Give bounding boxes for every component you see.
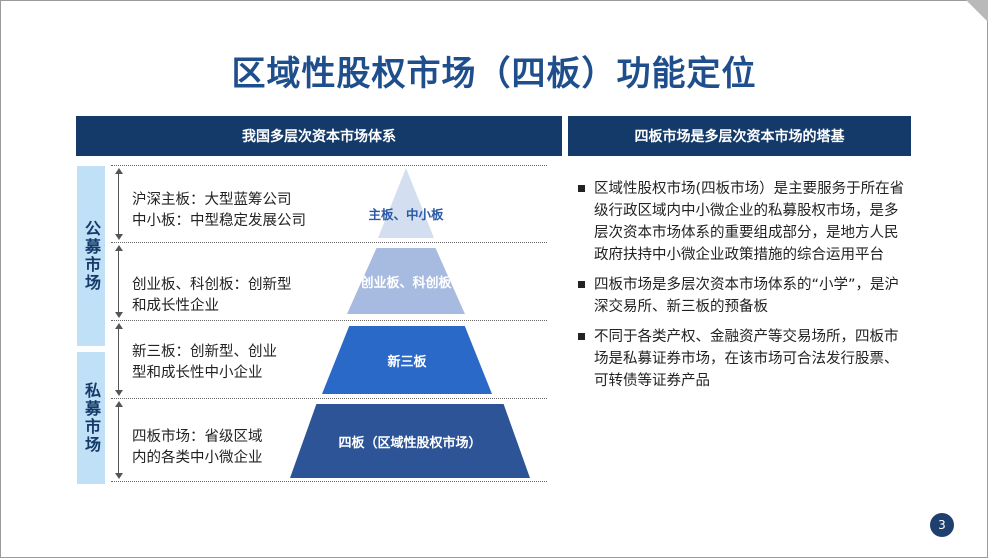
- slide-title: 区域性股权市场（四板）功能定位: [231, 54, 757, 94]
- arrow-up-icon: [115, 401, 123, 407]
- level-line: 和成长性企业: [132, 298, 219, 314]
- arrow-up-icon: [115, 323, 123, 329]
- level-description: 新三板：创新型、创业 型和成长性中小企业: [132, 342, 332, 384]
- arrow-down-icon: [115, 312, 123, 318]
- arrow-up-icon: [115, 245, 123, 251]
- arrow-down-icon: [115, 473, 123, 479]
- arrow-up-icon: [115, 168, 123, 174]
- slide-corner-fold: [966, 0, 988, 22]
- level-description: 沪深主板：大型蓝筹公司 中小板：中型稳定发展公司: [132, 190, 332, 232]
- arrow-down-icon: [115, 234, 123, 240]
- level-divider: [111, 320, 547, 321]
- level-line: 中小板：中型稳定发展公司: [132, 213, 306, 229]
- level-description: 四板市场：省级区域 内的各类中小微企业: [132, 427, 332, 469]
- left-panel-header: 我国多层次资本市场体系: [76, 116, 562, 156]
- bullet-item: 区域性股权市场(四板市场）是主要服务于所在省级行政区域内中小微企业的私募股权市场…: [578, 178, 912, 266]
- pyramid-tier-regional-equity: 四板（区域性股权市场）: [290, 404, 530, 478]
- bullet-text: 不同于各类产权、金融资产等交易场所，四板市场是私募证券市场，在该市场可合法发行股…: [594, 329, 899, 389]
- level-range-line: [118, 327, 119, 392]
- level-range-line: [118, 249, 119, 314]
- level-divider: [111, 242, 547, 243]
- page-number-badge: 3: [930, 513, 954, 537]
- bullet-item: 不同于各类产权、金融资产等交易场所，四板市场是私募证券市场，在该市场可合法发行股…: [578, 326, 912, 392]
- level-description: 创业板、科创板：创新型 和成长性企业: [132, 275, 332, 317]
- right-panel-bullet-list: 区域性股权市场(四板市场）是主要服务于所在省级行政区域内中小微企业的私募股权市场…: [578, 178, 912, 400]
- level-line: 四板市场：省级区域: [132, 429, 263, 445]
- level-divider: [111, 481, 547, 482]
- level-range-line: [118, 172, 119, 236]
- arrow-down-icon: [115, 390, 123, 396]
- pyramid-tier-label: 主板、中小板: [368, 207, 444, 222]
- right-panel-header: 四板市场是多层次资本市场的塔基: [568, 116, 911, 156]
- level-line: 创业板、科创板：创新型: [132, 277, 292, 293]
- level-line: 新三板：创新型、创业: [132, 344, 277, 360]
- level-line: 内的各类中小微企业: [132, 450, 263, 466]
- private-market-label: 私募市场: [77, 352, 105, 484]
- level-range-line: [118, 405, 119, 475]
- level-line: 沪深主板：大型蓝筹公司: [132, 192, 292, 208]
- level-divider: [111, 398, 547, 399]
- bullet-text: 区域性股权市场(四板市场）是主要服务于所在省级行政区域内中小微企业的私募股权市场…: [594, 181, 905, 263]
- square-bullet-icon: [578, 185, 585, 192]
- square-bullet-icon: [578, 333, 585, 340]
- pyramid-tier-neeq: 新三板: [322, 326, 492, 394]
- bullet-item: 四板市场是多层次资本市场体系的“小学”，是沪深交易所、新三板的预备板: [578, 274, 912, 318]
- level-line: 型和成长性中小企业: [132, 365, 263, 381]
- public-market-label: 公募市场: [77, 166, 105, 346]
- square-bullet-icon: [578, 281, 585, 288]
- bullet-text: 四板市场是多层次资本市场体系的“小学”，是沪深交易所、新三板的预备板: [594, 277, 900, 315]
- level-divider: [111, 165, 547, 166]
